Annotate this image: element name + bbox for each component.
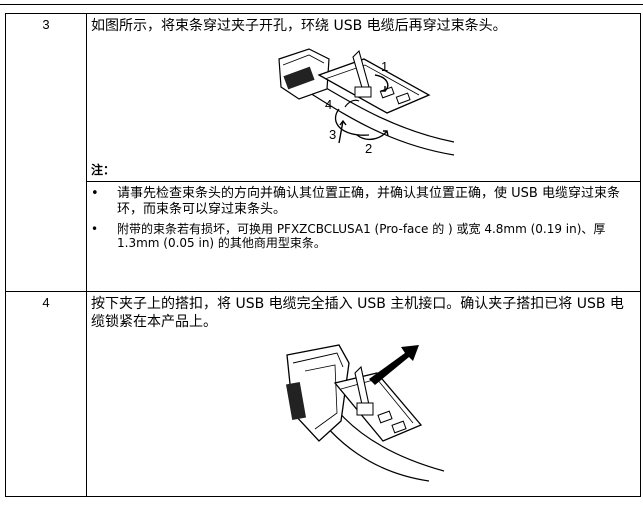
step-instruction: 如图所示，将束条穿过夹子开孔，环绕 USB 电缆后再穿过束条头。 [91, 18, 507, 34]
note-divider [87, 181, 640, 182]
step-number: 3 [5, 13, 87, 292]
step-row: 4 按下夹子上的搭扣，将 USB 电缆完全插入 USB 主机接口。确认夹子搭扣已… [5, 291, 641, 497]
cable-tie-illustration: 1 2 3 4 [277, 48, 454, 156]
bullet-icon: • [91, 186, 99, 201]
note-list: • 请事先检查束条头的方向并确认其位置正确，并确认其位置正确，使 USB 电缆穿… [91, 186, 636, 250]
callout-1: 1 [381, 59, 388, 74]
note-label: 注： [91, 163, 116, 177]
callout-3: 3 [329, 127, 336, 142]
note-item: • 请事先检查束条头的方向并确认其位置正确，并确认其位置正确，使 USB 电缆穿… [91, 186, 636, 218]
cable-tie-figure: 1 2 3 4 [269, 47, 459, 159]
clip-latch-figure [279, 343, 449, 483]
step-body: 如图所示，将束条穿过夹子开孔，环绕 USB 电缆后再穿过束条头。 [86, 13, 641, 292]
note-text: 附带的束条若有损坏，可换用 PFXZCBCLUSA1 (Pro-face 的 )… [117, 222, 606, 250]
page-top-rule [0, 4, 643, 5]
step-body: 按下夹子上的搭扣，将 USB 电缆完全插入 USB 主机接口。确认夹子搭扣已将 … [86, 291, 641, 497]
step-row: 3 如图所示，将束条穿过夹子开孔，环绕 USB 电缆后再穿过束条头。 [5, 13, 641, 292]
callout-4: 4 [325, 97, 332, 112]
callout-2: 2 [365, 141, 372, 156]
note-item: • 附带的束条若有损坏，可换用 PFXZCBCLUSA1 (Pro-face 的… [91, 222, 636, 250]
step-number: 4 [5, 291, 87, 497]
step-instruction: 按下夹子上的搭扣，将 USB 电缆完全插入 USB 主机接口。确认夹子搭扣已将 … [91, 296, 624, 330]
bullet-icon: • [91, 222, 99, 236]
note-text: 请事先检查束条头的方向并确认其位置正确，并确认其位置正确，使 USB 电缆穿过束… [117, 186, 620, 217]
clip-latch-illustration [285, 344, 444, 482]
steps-table: 3 如图所示，将束条穿过夹子开孔，环绕 USB 电缆后再穿过束条头。 [5, 13, 641, 497]
